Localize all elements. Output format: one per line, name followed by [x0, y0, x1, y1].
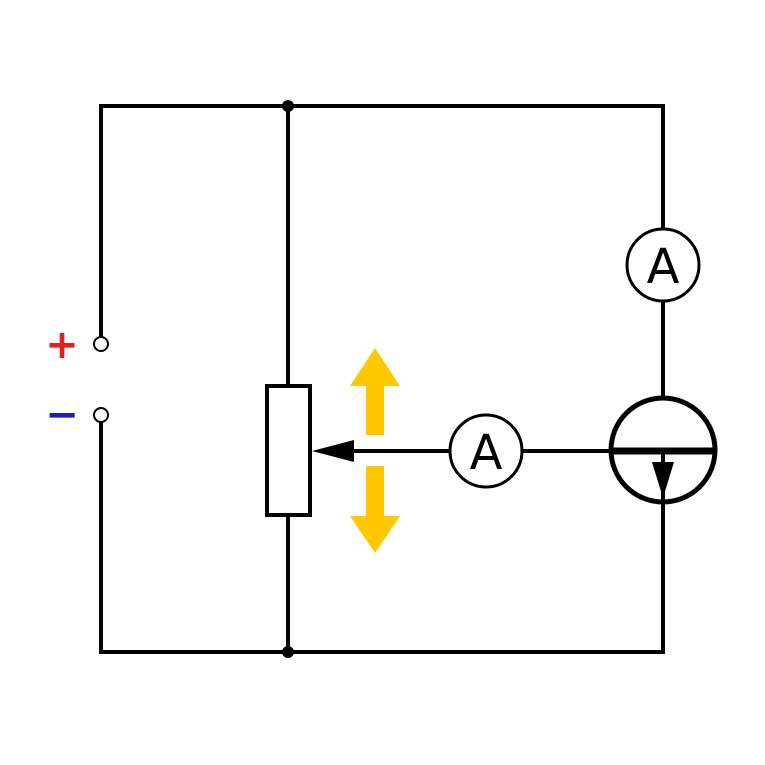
up-arrow-icon	[350, 348, 400, 435]
current-direction-arrow-icon	[652, 462, 674, 498]
negative-sign: −	[45, 392, 79, 438]
positive-terminal	[93, 336, 109, 352]
middle-ammeter: A	[448, 413, 524, 489]
middle-ammeter-circle	[448, 413, 524, 489]
positive-sign: +	[45, 322, 79, 368]
top-junction-dot	[282, 100, 294, 112]
bottom-rail-wire	[99, 417, 665, 654]
potentiometer-resistor	[265, 384, 312, 517]
top-ammeter-circle	[625, 227, 701, 303]
top-rail-wire	[99, 104, 665, 342]
input-terminals: + −	[45, 322, 109, 438]
slider-direction-arrows	[350, 348, 400, 553]
middle-ammeter-label: A	[470, 425, 503, 481]
down-arrow-icon	[350, 466, 400, 553]
current-source	[608, 395, 718, 505]
bottom-junction-dot	[282, 646, 294, 658]
top-ammeter-label: A	[647, 239, 680, 295]
wiper-arrowhead	[312, 440, 354, 462]
circuit-wires	[99, 104, 665, 654]
negative-terminal	[93, 407, 109, 423]
top-ammeter: A	[625, 227, 701, 303]
